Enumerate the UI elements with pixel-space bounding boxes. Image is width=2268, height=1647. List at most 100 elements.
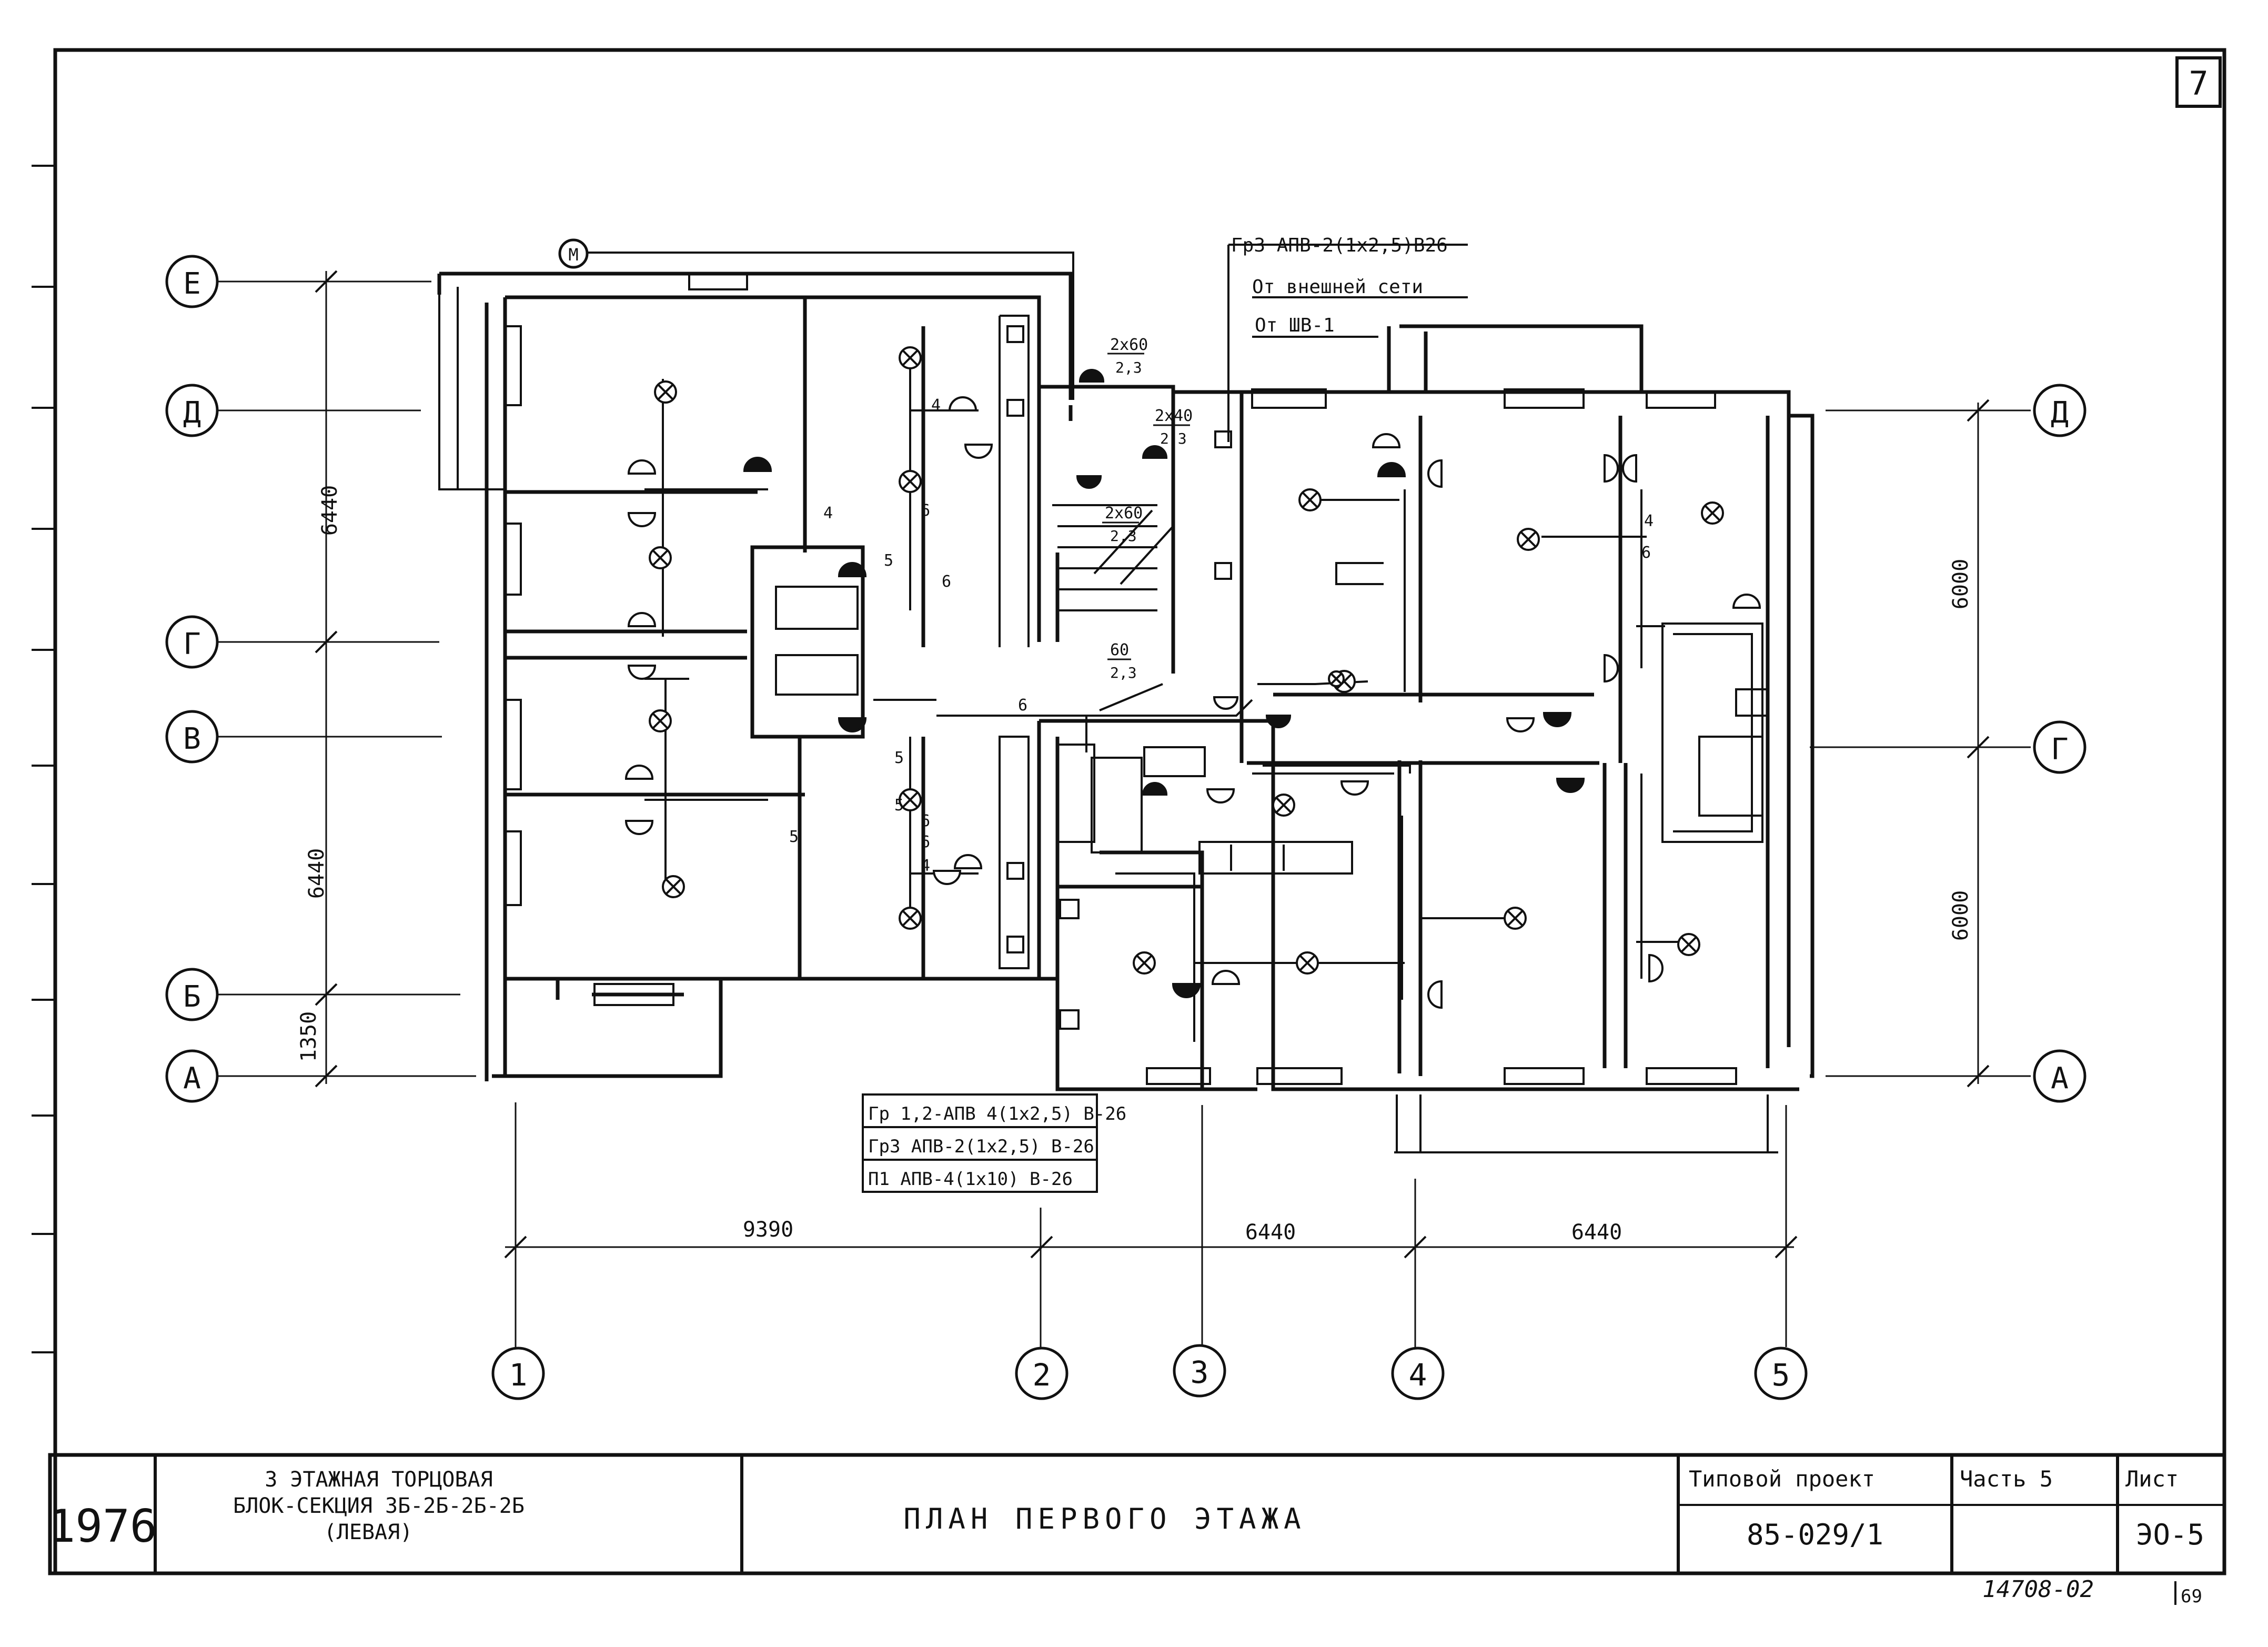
part-label: Часть 5 (1960, 1466, 2053, 1492)
building-walls (437, 272, 1815, 1153)
lamp-icon (899, 470, 922, 493)
wire-count: 5 (894, 796, 904, 815)
lamp-icon (649, 709, 672, 732)
svg-text:3: 3 (1191, 1354, 1209, 1390)
axis-row-В: В (165, 710, 442, 764)
socket-icon (1543, 712, 1572, 727)
lamp-label: 2,3 (1110, 664, 1137, 681)
socket-icon (838, 562, 867, 577)
axis-row-right-Г: Г (1810, 720, 2086, 774)
dim-bottom-1: 9390 (743, 1218, 793, 1242)
wire-count: 5 (789, 828, 799, 846)
dim-left-3: 1350 (297, 1011, 321, 1062)
bottom-feed-line3: П1 АПВ-4(1х10) В-26 (868, 1169, 1073, 1190)
svg-text:Е: Е (183, 267, 201, 301)
wire-count: 4 (921, 857, 930, 875)
lamp-icon (1677, 933, 1700, 956)
lamp-icon (1328, 670, 1345, 687)
title-block: 1976 3 ЭТАЖНАЯ ТОРЦОВАЯ БЛОК-СЕКЦИЯ 3Б-2… (48, 1453, 2226, 1607)
sheet-corner-number: 7 (2189, 64, 2208, 103)
socket-icon (1206, 788, 1235, 804)
axis-row-Г: Г (165, 615, 439, 669)
socket-icon (627, 459, 657, 475)
footer-page: 69 (2181, 1586, 2202, 1607)
svg-text:В: В (183, 722, 201, 756)
wire-count: 4 (1644, 512, 1654, 530)
lamp-icon (1272, 794, 1295, 817)
socket-icon (1076, 475, 1102, 489)
description-line1: 3 ЭТАЖНАЯ ТОРЦОВАЯ (265, 1468, 492, 1492)
lamp-icon (1517, 528, 1540, 551)
lamp-icon (662, 875, 685, 898)
axis-row-Е: Е (165, 255, 431, 308)
dim-bottom-2: 6440 (1245, 1220, 1296, 1244)
dimension-lines: 6440 6440 1350 6000 6000 9390 6440 6440 (297, 270, 1990, 1259)
axis-col-5: 5 (1754, 1347, 1808, 1400)
svg-text:1: 1 (509, 1357, 528, 1393)
wire-count: 4 (931, 396, 941, 415)
socket-icon (1172, 983, 1201, 998)
lamp-icon (654, 380, 677, 404)
lamp-label: 2х60 (1110, 336, 1148, 354)
socket-icon (1648, 953, 1664, 983)
drawing-title: ПЛАН ПЕРВОГО ЭТАЖА (903, 1502, 1306, 1535)
sheet-frame: 7 (32, 48, 2226, 1575)
year: 1976 (48, 1500, 157, 1553)
lamp-icon (899, 907, 922, 930)
annotations: М Гр3 АПВ-2(1х2,5)В26 От внешней сети От… (558, 235, 1654, 1193)
wire-count: 6 (1018, 696, 1027, 715)
project-label: Типовой проект (1689, 1466, 1875, 1492)
wire-count: 4 (823, 504, 833, 523)
lamp-icon (1296, 951, 1319, 975)
socket-icon (1427, 980, 1443, 1009)
lamp-icon (649, 546, 672, 569)
wire-count: 6 (921, 501, 930, 520)
axis-col-2: 2 (1015, 1347, 1069, 1400)
bottom-feed-line1: Гр 1,2-АПВ 4(1х2,5) В-26 (868, 1103, 1126, 1124)
socket-icon (1211, 970, 1241, 985)
ceiling-lamps (649, 346, 1724, 975)
lamp-icon (899, 346, 922, 369)
dim-left-1: 6440 (318, 485, 342, 536)
lamp-icon (899, 788, 922, 811)
lamp-label: 2х60 (1105, 504, 1143, 523)
sheet-label: Лист (2125, 1466, 2179, 1492)
wire-count: 6 (921, 812, 930, 830)
lamp-icon (1133, 951, 1156, 975)
svg-text:А: А (2051, 1061, 2069, 1096)
socket-icon (1265, 715, 1292, 728)
dim-right-1: 6000 (1949, 559, 1973, 609)
wire-count: 6 (1641, 544, 1651, 562)
socket-icon (1142, 782, 1168, 796)
top-feed-line1: Гр3 АПВ-2(1х2,5)В26 (1231, 235, 1448, 256)
top-feed-line3: От ШВ-1 (1255, 315, 1335, 336)
svg-text:А: А (183, 1061, 201, 1096)
socket-icon (1213, 696, 1239, 710)
socket-icon (624, 765, 654, 780)
socket-icon (627, 612, 657, 627)
svg-text:Г: Г (183, 627, 201, 661)
socket-icon (1377, 462, 1406, 477)
svg-text:Д: Д (183, 396, 201, 430)
socket-icon (1732, 594, 1761, 609)
axis-row-right-Д: Д (1826, 384, 2086, 437)
socket-icon (948, 396, 977, 411)
svg-text:4: 4 (1409, 1357, 1427, 1393)
wire-count: 6 (942, 573, 951, 591)
socket-icon (1622, 454, 1637, 483)
socket-icon (1556, 778, 1585, 793)
axis-row-Б: Б (165, 968, 460, 1021)
bottom-feed-line2: Гр3 АПВ-2(1х2,5) В-26 (868, 1136, 1094, 1157)
socket-icon (1604, 654, 1619, 683)
socket-icon (624, 820, 654, 835)
dim-left-2: 6440 (305, 848, 329, 899)
axis-col-4: 4 (1391, 1347, 1445, 1400)
socket-icon (627, 512, 657, 527)
svg-text:2: 2 (1033, 1357, 1051, 1393)
sheet-code: ЭО-5 (2136, 1518, 2204, 1551)
binder-ticks (32, 165, 55, 1353)
lamp-label: 2,3 (1110, 527, 1137, 545)
socket-icon (1078, 369, 1105, 383)
socket-icon (932, 870, 962, 885)
column-axes: 1 2 3 4 5 (491, 1102, 1808, 1400)
